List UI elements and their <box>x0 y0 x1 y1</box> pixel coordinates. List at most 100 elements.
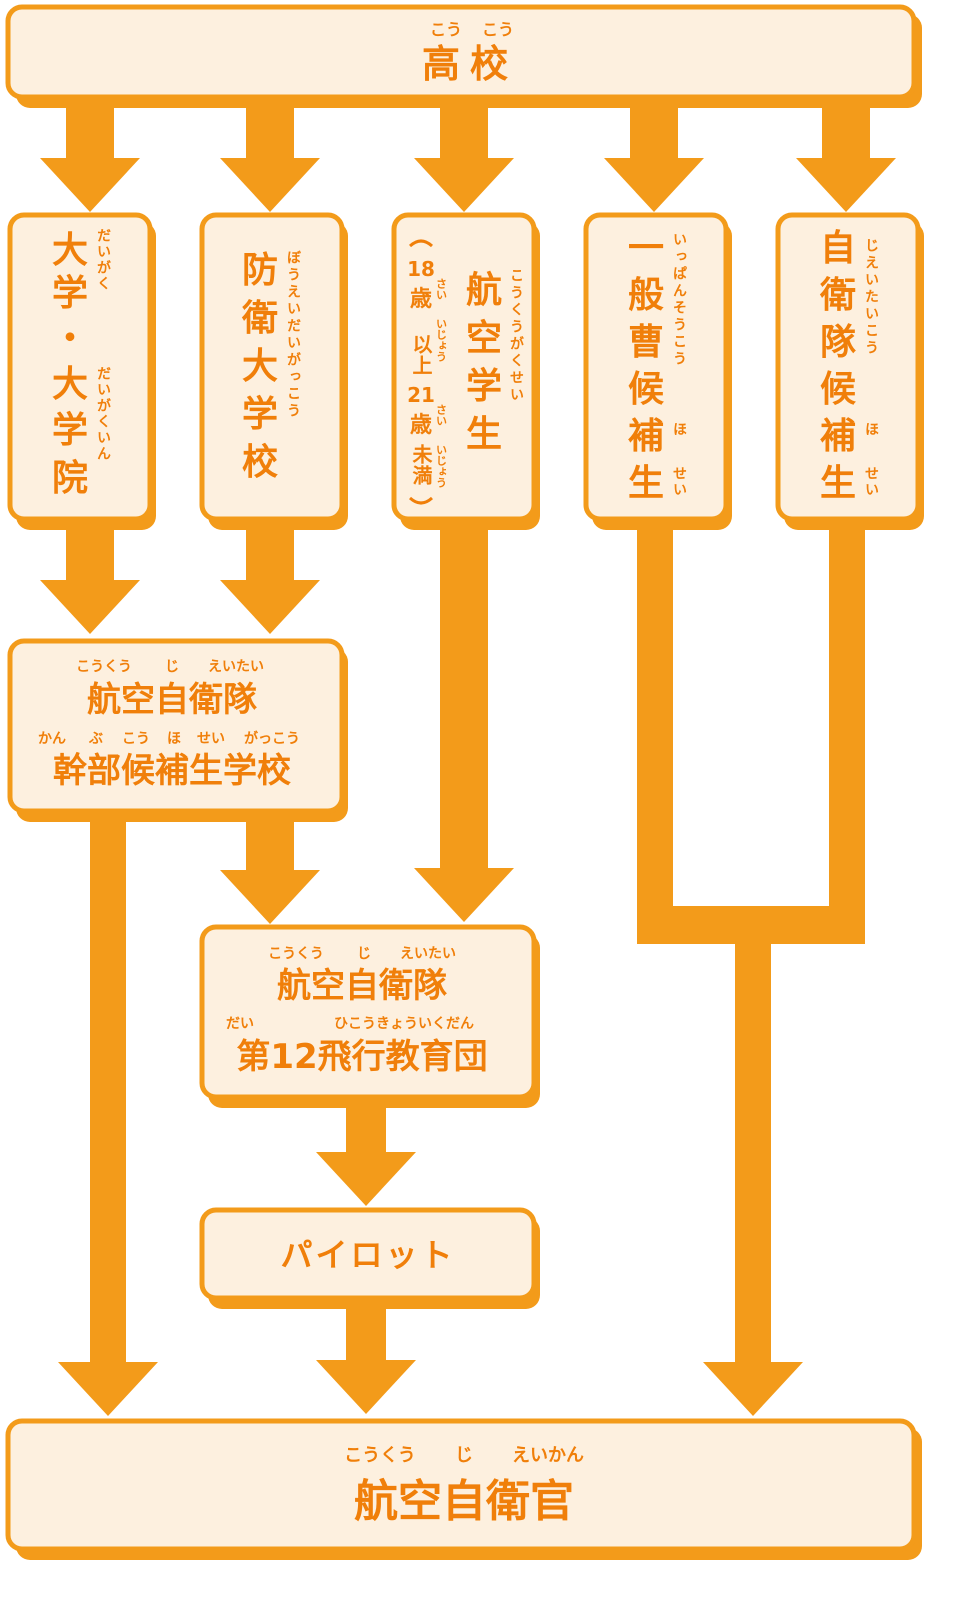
age-note-end: 未満 <box>409 444 433 486</box>
pilot-box: パイロット <box>199 1207 540 1309</box>
sdf-candidate-char-2: 衛 <box>819 275 856 316</box>
officer-school-line1-ruby-2: じ <box>165 659 179 675</box>
sdf-candidate-ruby-b: ほ <box>863 422 879 436</box>
university-char-6: 院 <box>52 458 88 499</box>
defense-academy-char-5: 校 <box>242 442 278 483</box>
sdf-candidate-box: 自 衛 隊 候 補 生 じえいたいこう ほ せい <box>775 212 924 530</box>
university-char-3: ・ <box>52 318 88 359</box>
age-note-ruby-sai-2: さい <box>435 404 448 426</box>
aviation-student-char-4: 生 <box>466 414 502 455</box>
sdf-candidate-char-6: 生 <box>820 463 856 504</box>
officer-school-line2-ruby-6: がっこう <box>244 730 300 747</box>
general-candidate-char-1: 一 <box>628 228 664 269</box>
university-ruby-2: だいがくいん <box>95 366 111 462</box>
age-note-ruby-ijou: いじょう <box>435 318 448 362</box>
asdf-personnel-label: 航空自衛官 <box>354 1476 574 1527</box>
flight-group-line2-ruby-2: ひこうきょういくだん <box>334 1016 474 1032</box>
age-note-sai-2: 歳 <box>410 413 432 438</box>
age-note-ruby-ijou-2: いじょう <box>435 444 448 488</box>
university-box: 大 学 ・ 大 学 院 だいがく だいがくいん <box>7 212 156 530</box>
officer-candidate-school-box: こうくう じ えいたい 航空自衛隊 かん ぶ こう ほ せい がっこう 幹部候補… <box>7 638 348 822</box>
flight-group-line1-ruby-3: えいたい <box>400 946 456 962</box>
officer-school-line2-ruby-4: ほ <box>167 731 181 747</box>
aviation-student-ruby: こうくうがくせい <box>508 268 524 404</box>
flight-training-group-box: こうくう じ えいたい 航空自衛隊 だい ひこうきょういくだん 第12飛行教育団 <box>199 924 540 1108</box>
arrow-flight-group-to-pilot <box>316 1102 416 1206</box>
officer-school-line1: 航空自衛隊 <box>87 680 257 720</box>
general-candidate-char-5: 補 <box>628 416 664 457</box>
aviation-student-char-3: 学 <box>466 365 502 407</box>
high-school-box: こう こう 高校 <box>5 4 922 108</box>
officer-school-line2-ruby-5: せい <box>197 731 225 747</box>
pilot-label: パイロット <box>280 1236 455 1274</box>
arrow-top-to-sdf-candidate <box>796 100 896 212</box>
defense-academy-char-3: 大 <box>242 346 278 387</box>
aviation-student-char-2: 空 <box>466 318 502 359</box>
defense-academy-char-1: 防 <box>242 250 278 291</box>
age-note-close-paren <box>408 496 434 505</box>
aviation-student-char-1: 航 <box>466 269 502 311</box>
flight-group-line2: 第12飛行教育団 <box>236 1037 487 1077</box>
sdf-candidate-char-4: 候 <box>820 369 856 410</box>
university-char-2: 学 <box>52 272 88 314</box>
general-candidate-char-3: 曹 <box>628 322 664 363</box>
flight-group-line1-ruby-1: こうくう <box>268 946 324 962</box>
university-ruby-1: だいがく <box>95 228 111 292</box>
connectors <box>40 100 896 1416</box>
age-note-sai-1: 歳 <box>410 287 432 312</box>
general-candidate-char-2: 般 <box>628 275 664 316</box>
arrow-officer-school-to-flight-group <box>220 816 320 924</box>
defense-academy-char-4: 学 <box>242 393 278 435</box>
arrow-pilot-to-bottom <box>316 1306 416 1414</box>
high-school-ruby-2: こう <box>482 20 514 39</box>
sdf-candidate-char-1: 自 <box>820 228 856 269</box>
university-char-4: 大 <box>52 364 88 405</box>
general-candidate-ruby-b: ほ <box>671 422 687 436</box>
defense-academy-ruby: ぼうえいだいがっこう <box>285 250 301 420</box>
general-candidate-box: 一 般 曹 候 補 生 いっぱんそうこう ほ せい <box>583 212 732 530</box>
university-char-5: 学 <box>52 409 88 451</box>
arrow-top-to-university <box>40 100 140 212</box>
aviation-student-box: 航 空 学 生 こうくうがくせい 18 歳 さい 以上 いじょう 21 歳 さい… <box>391 212 540 530</box>
arrow-academy-to-officer-school <box>220 522 320 634</box>
officer-school-line1-ruby-3: えいたい <box>208 659 264 675</box>
arrow-top-to-general <box>604 100 704 212</box>
arrow-enlisted-merge-to-bottom <box>637 522 865 1416</box>
sdf-candidate-ruby-c: せい <box>863 466 879 498</box>
officer-school-line1-ruby-1: こうくう <box>76 659 132 675</box>
age-note-ijou-1: 以上 <box>409 334 433 376</box>
officer-school-line2-ruby-1: かん <box>38 731 66 747</box>
age-note-from: 18 <box>407 257 435 281</box>
officer-school-line2: 幹部候補生学校 <box>53 751 291 791</box>
asdf-personnel-ruby-2: じ <box>455 1445 473 1466</box>
general-candidate-ruby-a: いっぱんそうこう <box>671 232 687 368</box>
officer-school-line2-ruby-2: ぶ <box>88 731 103 747</box>
arrow-top-to-defense-academy <box>220 100 320 212</box>
age-note-ruby-sai-1: さい <box>435 278 448 300</box>
university-char-1: 大 <box>52 230 88 271</box>
officer-school-line2-ruby-3: こう <box>122 731 150 747</box>
asdf-personnel-ruby-3: えいかん <box>512 1445 584 1466</box>
arrow-aviation-student-to-flight-group <box>414 522 514 922</box>
asdf-personnel-ruby-1: こうくう <box>344 1445 416 1466</box>
general-candidate-ruby-c: せい <box>671 466 687 498</box>
arrow-university-to-officer-school <box>40 522 140 634</box>
arrow-officer-school-to-bottom <box>58 816 158 1416</box>
arrow-top-to-aviation-student <box>414 100 514 212</box>
sdf-candidate-char-5: 補 <box>820 416 856 457</box>
age-note-to: 21 <box>407 383 435 407</box>
asdf-personnel-box: こうくう じ えいかん 航空自衛官 <box>5 1418 922 1560</box>
high-school-label: 高校 <box>422 42 518 86</box>
sdf-candidate-char-3: 隊 <box>820 322 856 363</box>
general-candidate-char-6: 生 <box>628 463 664 504</box>
general-candidate-char-4: 候 <box>628 369 664 410</box>
defense-academy-box: 防 衛 大 学 校 ぼうえいだいがっこう <box>199 212 348 530</box>
flight-group-line1-ruby-2: じ <box>357 946 371 962</box>
flight-group-line2-ruby-1: だい <box>226 1016 254 1032</box>
sdf-candidate-ruby-a: じえいたいこう <box>863 238 879 357</box>
high-school-ruby-1: こう <box>430 20 462 39</box>
defense-academy-char-2: 衛 <box>241 298 278 339</box>
age-note-open-paren <box>408 239 434 248</box>
flight-group-line1: 航空自衛隊 <box>277 966 447 1006</box>
